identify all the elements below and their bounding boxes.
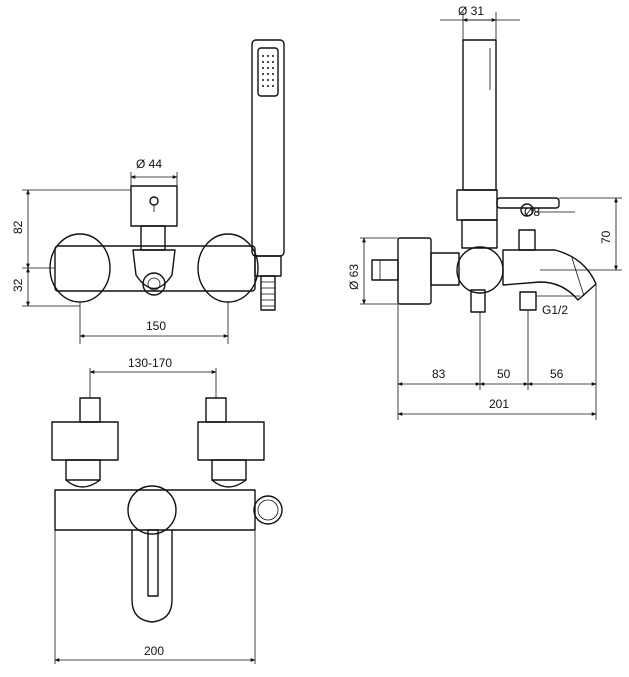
outlet <box>132 249 176 290</box>
dim-width-200: 200 <box>144 644 164 658</box>
dim-diameter-8: Ø8 <box>524 205 540 219</box>
front-view: Ø 44 82 32 150 <box>11 39 285 344</box>
side-view: Ø 31 Ø8 70 Ø 63 G1/2 83 50 56 201 <box>347 4 622 420</box>
side-body-round <box>456 246 504 294</box>
top-side-knob <box>253 495 283 525</box>
top-body <box>54 489 256 531</box>
side-spout <box>502 249 597 301</box>
top-spout <box>131 529 173 623</box>
dim-diameter-63: Ø 63 <box>347 264 361 290</box>
side-wall-flange <box>397 237 432 305</box>
side-hand-shower <box>462 39 497 191</box>
top-left-flange <box>51 421 119 461</box>
spray-nozzles <box>262 55 274 87</box>
left-wall-flange <box>49 233 111 303</box>
mixer-body <box>54 245 256 292</box>
dim-height-32: 32 <box>11 278 25 292</box>
dim-width-150: 150 <box>146 319 166 333</box>
dim-height-70: 70 <box>599 230 613 244</box>
dim-diameter-44: Ø 44 <box>136 157 162 171</box>
side-lever <box>496 197 560 209</box>
top-right-flange <box>197 421 265 461</box>
top-view: 130-170 200 <box>51 356 283 664</box>
dim-total-201: 201 <box>489 397 509 411</box>
dim-height-82: 82 <box>11 220 25 234</box>
dim-50: 50 <box>497 367 511 381</box>
top-lever <box>147 529 159 597</box>
shower-spray-face <box>257 47 279 97</box>
thread-g12: G1/2 <box>542 303 568 317</box>
dim-diameter-31: Ø 31 <box>458 4 484 18</box>
dim-83: 83 <box>432 367 446 381</box>
hand-shower <box>251 39 285 257</box>
right-wall-flange <box>197 233 259 303</box>
dim-spacing-130-170: 130-170 <box>128 356 172 370</box>
lever-pin-icon <box>149 196 159 206</box>
hose-connector <box>260 275 276 311</box>
dim-56: 56 <box>550 367 564 381</box>
